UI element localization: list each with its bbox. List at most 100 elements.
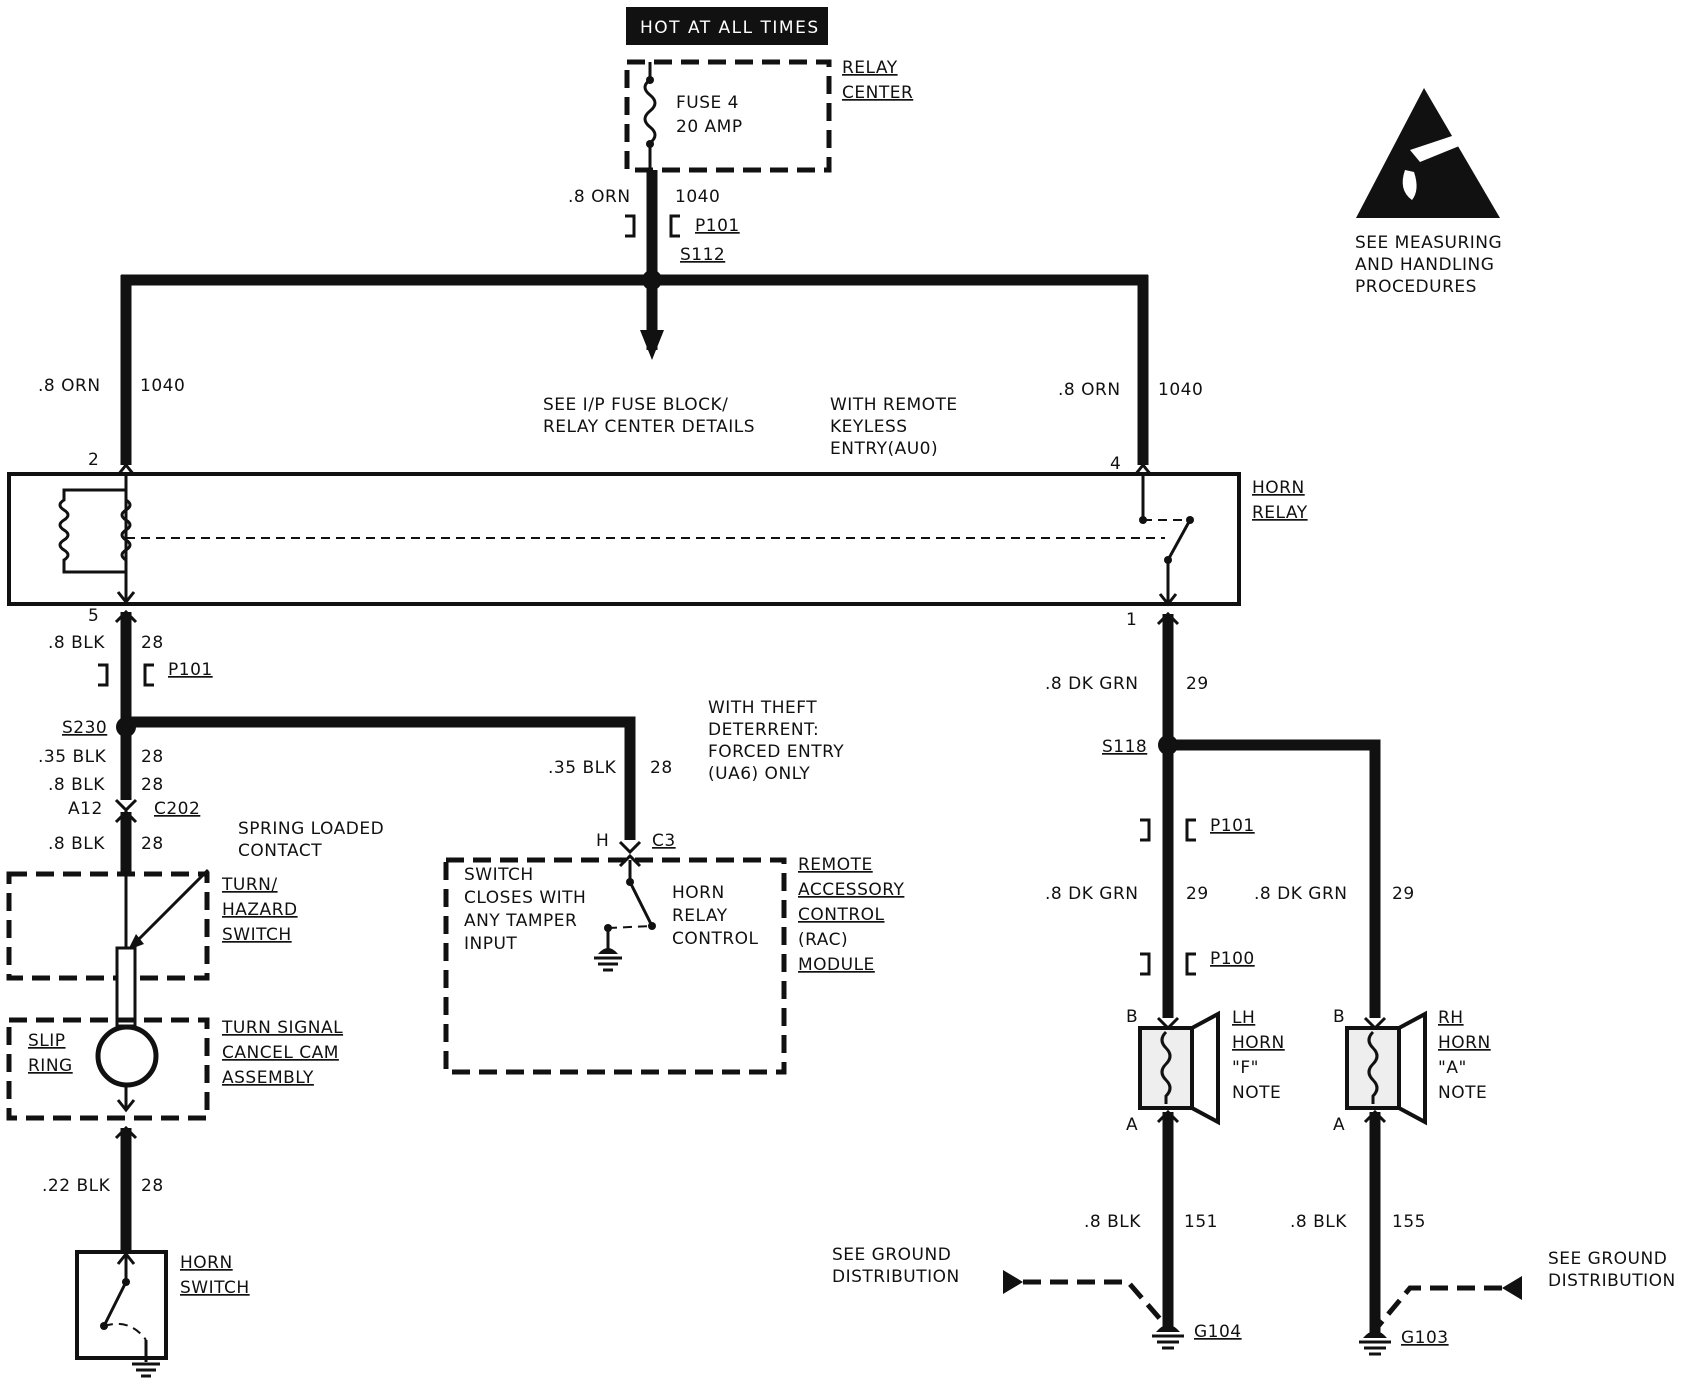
esd-hand-fingers [1402, 170, 1417, 200]
rac-label-line5: MODULE [798, 955, 875, 975]
rac-pin-h: H [596, 831, 609, 851]
right-connector-p100-male [1140, 952, 1151, 976]
spring-note-arrowhead [128, 934, 144, 950]
rke-note-line1: WITH REMOTE [830, 395, 958, 415]
rh-horn-line4: NOTE [1438, 1083, 1487, 1103]
rke-note-line3: ENTRY(AU0) [830, 439, 938, 459]
rac-ground-icon [594, 948, 622, 972]
left-w5-circuit: 28 [141, 1176, 164, 1196]
left-feed-size: .8 ORN [38, 376, 101, 396]
horn-relay-label-line1: HORN [1252, 478, 1305, 498]
fuse-block-arrow [640, 330, 664, 360]
slip-ring-line1: SLIP [28, 1031, 66, 1051]
rh-ground-size: .8 BLK [1290, 1212, 1347, 1232]
rac-label-line2: ACCESSORY [798, 880, 904, 900]
rh-horn-feed-wire [1168, 739, 1381, 1018]
right-w1-size: .8 DK GRN [1045, 674, 1138, 694]
left-pin-a12: A12 [68, 799, 103, 819]
left-w5-size: .22 BLK [42, 1176, 111, 1196]
left-w1-circuit: 28 [141, 633, 164, 653]
rac-note-line2: CLOSES WITH [464, 888, 586, 908]
esd-note-line3: PROCEDURES [1355, 277, 1477, 297]
rh-horn-line2: HORN [1438, 1033, 1491, 1053]
left-connector-p101-male [98, 663, 109, 687]
g103-ground-icon [1359, 1331, 1391, 1356]
horn-switch-box [75, 1250, 168, 1360]
feed-connector-p101-male [625, 214, 636, 238]
lh-horn-pin-a: A [1126, 1115, 1138, 1135]
cancel-cam-line2: CANCEL CAM [222, 1043, 339, 1063]
horn-relay-label-line2: RELAY [1252, 503, 1308, 523]
slip-ring-symbol [95, 1024, 159, 1088]
left-w1-size: .8 BLK [48, 633, 105, 653]
g104-ground-icon [1152, 1325, 1184, 1350]
hot-at-all-times-label: HOT AT ALL TIMES [640, 18, 820, 38]
relay-pin-1-arrow [1158, 593, 1178, 607]
fuse-label-line2: 20 AMP [676, 117, 743, 137]
rac-branch-wire [126, 716, 636, 840]
feed-connector-label: P101 [695, 216, 740, 236]
ground-ref-left-line [1023, 1279, 1170, 1330]
rac-connector-c3: C3 [652, 831, 676, 851]
right-w2-circuit: 29 [1186, 884, 1209, 904]
right-connector-p101-male [1140, 818, 1151, 842]
feed-wire-size: .8 ORN [568, 187, 631, 207]
g104-label: G104 [1194, 1322, 1242, 1342]
cancel-cam-line3: ASSEMBLY [222, 1068, 314, 1088]
rac-switch-contact-bottom [648, 922, 656, 930]
fuse-label-line1: FUSE 4 [676, 93, 739, 113]
lh-horn-line4: NOTE [1232, 1083, 1281, 1103]
lh-horn-line1: LH [1232, 1008, 1255, 1028]
right-feed-circuit: 1040 [1158, 380, 1203, 400]
theft-note-line3: FORCED ENTRY [708, 742, 844, 762]
ground-ref-left-arrow [1003, 1270, 1023, 1294]
left-w2-circuit: 28 [141, 747, 164, 767]
horn-switch-line1: HORN [180, 1253, 233, 1273]
rac-wire-size: .35 BLK [548, 758, 617, 778]
cancel-cam-out-arrow [114, 1125, 138, 1140]
theft-note-line1: WITH THEFT [708, 698, 817, 718]
ground-note-left-line1: SEE GROUND [832, 1245, 951, 1265]
left-feed-pin: 2 [88, 450, 99, 470]
ground-note-left-line2: DISTRIBUTION [832, 1267, 960, 1287]
rh-horn-pin-a: A [1333, 1115, 1345, 1135]
fuse-terminal-top [646, 76, 654, 84]
rac-ctrl-line3: CONTROL [672, 929, 759, 949]
fuse-terminal-bottom [646, 140, 654, 148]
horn-switch-dash [103, 1322, 147, 1341]
rac-module-box [443, 857, 787, 1075]
rac-label-line1: REMOTE [798, 855, 873, 875]
esd-hand-symbol [1410, 130, 1474, 162]
feed-wire-circuit: 1040 [675, 187, 720, 207]
rh-horn-coil [1367, 1030, 1379, 1104]
lh-horn-pin-b: B [1126, 1007, 1138, 1027]
esd-note-line2: AND HANDLING [1355, 255, 1494, 275]
horn-switch-lever [102, 1281, 128, 1327]
ground-note-right-line1: SEE GROUND [1548, 1249, 1667, 1269]
turn-hazard-line3: SWITCH [222, 925, 292, 945]
relay-pin-1: 1 [1126, 610, 1137, 630]
lh-ground-circuit: 151 [1184, 1212, 1218, 1232]
right-w1-circuit: 29 [1186, 674, 1209, 694]
rac-note-line4: INPUT [464, 934, 517, 954]
hot-at-all-times-banner [626, 7, 828, 45]
rac-note-line3: ANY TAMPER [464, 911, 577, 931]
right-feed-size: .8 ORN [1058, 380, 1121, 400]
c202-male-arrow [114, 798, 138, 813]
relay-coil-inner [120, 498, 132, 562]
left-connector-p101-female [143, 663, 154, 687]
relay-pin-2-arrow [116, 462, 136, 476]
lh-horn-coil [1160, 1030, 1172, 1104]
left-connector-p101-label: P101 [168, 660, 213, 680]
splice-s112 [642, 270, 662, 290]
left-pin-5-arrow [114, 609, 138, 624]
right-connector-p100-label: P100 [1210, 949, 1255, 969]
left-w3-circuit: 28 [141, 775, 164, 795]
relay-center-box [624, 59, 832, 173]
rh-horn-line1: RH [1438, 1008, 1464, 1028]
relay-pin-4-arrow [1133, 462, 1153, 476]
lh-horn-line2: HORN [1232, 1033, 1285, 1053]
right-w2-size: .8 DK GRN [1045, 884, 1138, 904]
lh-ground-size: .8 BLK [1084, 1212, 1141, 1232]
